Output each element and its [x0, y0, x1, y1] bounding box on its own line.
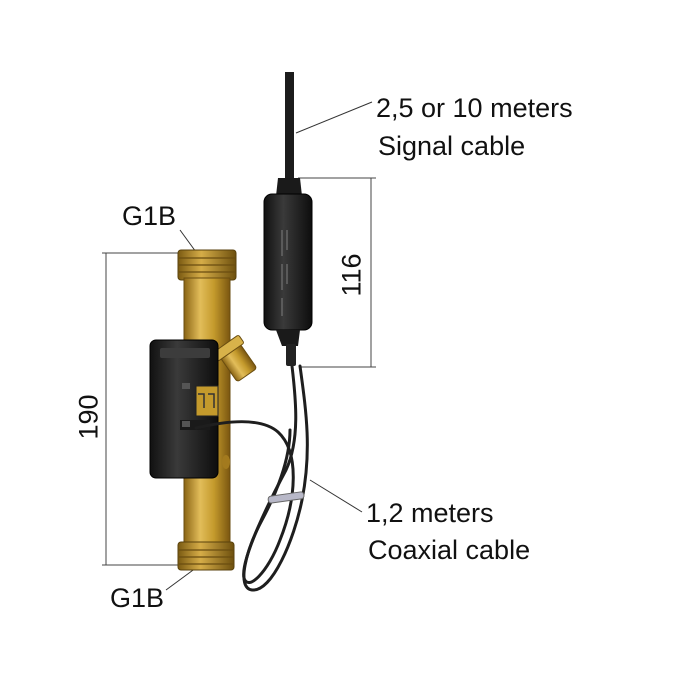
signal-converter-module: [263, 178, 313, 366]
meter-housing: [149, 339, 219, 479]
signal-cable-name-label: Signal cable: [378, 131, 526, 161]
coax-cable-length-label: 1,2 meters: [366, 498, 494, 528]
bottom-thread: [177, 541, 235, 571]
bottom-thread-label: G1B: [110, 583, 165, 613]
dimension-190-label: 190: [73, 394, 104, 440]
signal-cable-length-label: 2,5 or 10 meters: [376, 93, 573, 123]
dimension-116-label: 116: [336, 253, 367, 297]
dimension-116-lines: [298, 177, 376, 368]
signal-cable-leader: [295, 101, 373, 134]
signal-cable: [285, 72, 294, 180]
cable-tie: [267, 491, 305, 504]
coax-cable-leader: [309, 479, 363, 513]
side-port: [212, 335, 257, 382]
coax-cable-name-label: Coaxial cable: [368, 535, 531, 565]
top-thread-label: G1B: [122, 201, 177, 231]
top-thread-leader: [179, 229, 197, 253]
